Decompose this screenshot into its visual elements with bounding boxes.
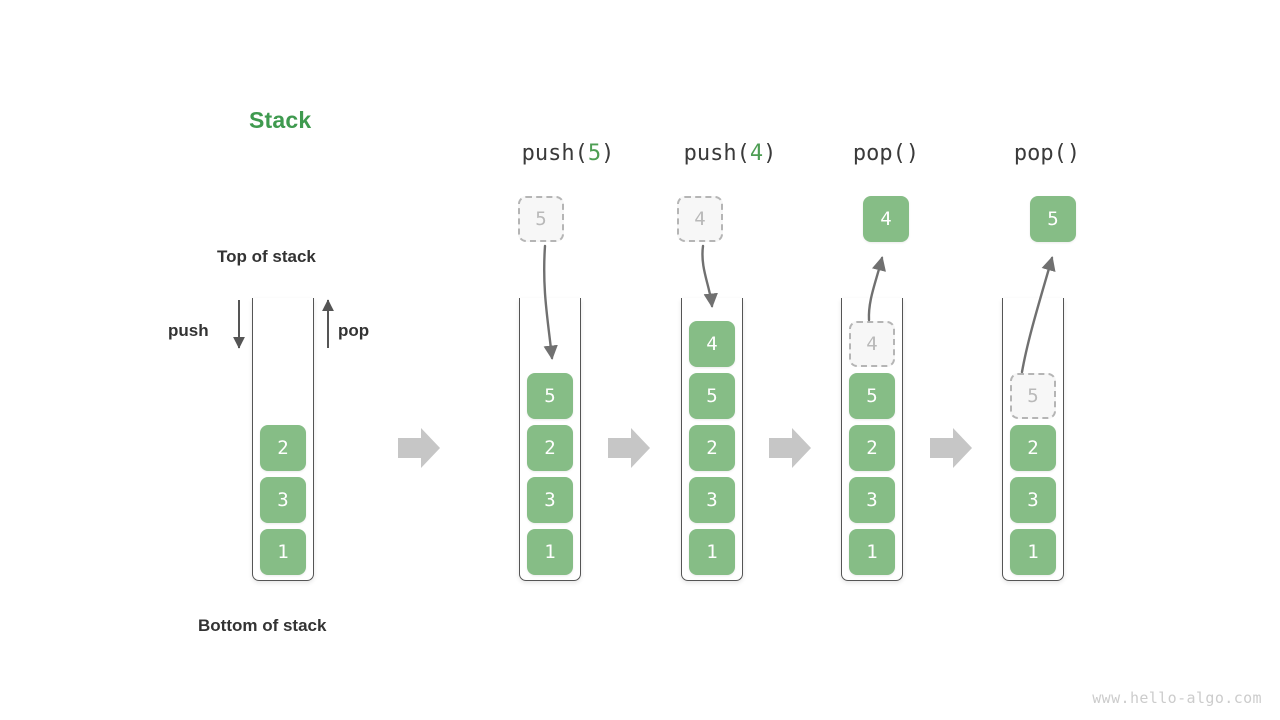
op-header-pop-1: pop(): [853, 141, 919, 166]
stack-cell: 2: [1010, 425, 1056, 471]
op-arg: 4: [749, 141, 764, 166]
stack-cell: 3: [260, 477, 306, 523]
stack-container-push-4: [681, 298, 743, 581]
flow-arrow-icon: [930, 428, 972, 468]
flow-arrow-icon: [398, 428, 440, 468]
ghost-cell-inside: 5: [1010, 373, 1056, 419]
push-4-motion-arrow-icon: [701, 244, 718, 308]
flow-arrow-icon: [608, 428, 650, 468]
ghost-cell-above: 4: [677, 196, 723, 242]
op-header-push-4: push(4): [684, 141, 777, 166]
stack-cell: 5: [527, 373, 573, 419]
popped-cell: 4: [863, 196, 909, 242]
op-header-push-5: push(5): [522, 141, 615, 166]
op-close: ): [905, 141, 920, 166]
stack-cell: 1: [689, 529, 735, 575]
stack-cell: 2: [849, 425, 895, 471]
stack-cell: 1: [527, 529, 573, 575]
popped-cell: 5: [1030, 196, 1076, 242]
stack-cell: 3: [527, 477, 573, 523]
op-close: ): [763, 141, 777, 166]
bottom-of-stack-label: Bottom of stack: [198, 616, 327, 635]
op-name: pop(: [852, 141, 906, 166]
stack-cell: 2: [260, 425, 306, 471]
pop-label: pop: [338, 321, 370, 340]
stack-cell: 3: [689, 477, 735, 523]
flow-arrow-icon: [769, 428, 811, 468]
stack-container-pop-1: [841, 298, 903, 581]
op-name: pop(: [1013, 141, 1067, 166]
stack-cell: 4: [689, 321, 735, 367]
top-of-stack-label: Top of stack: [217, 247, 316, 266]
stack-cell: 1: [849, 529, 895, 575]
op-name: push(: [683, 141, 750, 166]
stack-cell: 2: [527, 425, 573, 471]
watermark: www.hello-algo.com: [1092, 689, 1262, 707]
stack-cell: 3: [1010, 477, 1056, 523]
stack-cell: 2: [689, 425, 735, 471]
stack-container-push-5: [519, 298, 581, 581]
stack-cell: 5: [849, 373, 895, 419]
op-arg: 5: [587, 141, 602, 166]
stack-cell: 1: [1010, 529, 1056, 575]
stack-cell: 3: [849, 477, 895, 523]
ghost-cell-inside: 4: [849, 321, 895, 367]
op-name: push(: [521, 141, 588, 166]
stack-cell: 5: [689, 373, 735, 419]
op-close: ): [1066, 141, 1081, 166]
push-label: push: [168, 321, 209, 340]
op-header-pop-2: pop(): [1014, 141, 1080, 166]
stack-container-initial: [252, 298, 314, 581]
page-title: Stack: [249, 107, 312, 133]
ghost-cell-above: 5: [518, 196, 564, 242]
stack-cell: 1: [260, 529, 306, 575]
stack-container-pop-2: [1002, 298, 1064, 581]
op-close: ): [601, 141, 615, 166]
